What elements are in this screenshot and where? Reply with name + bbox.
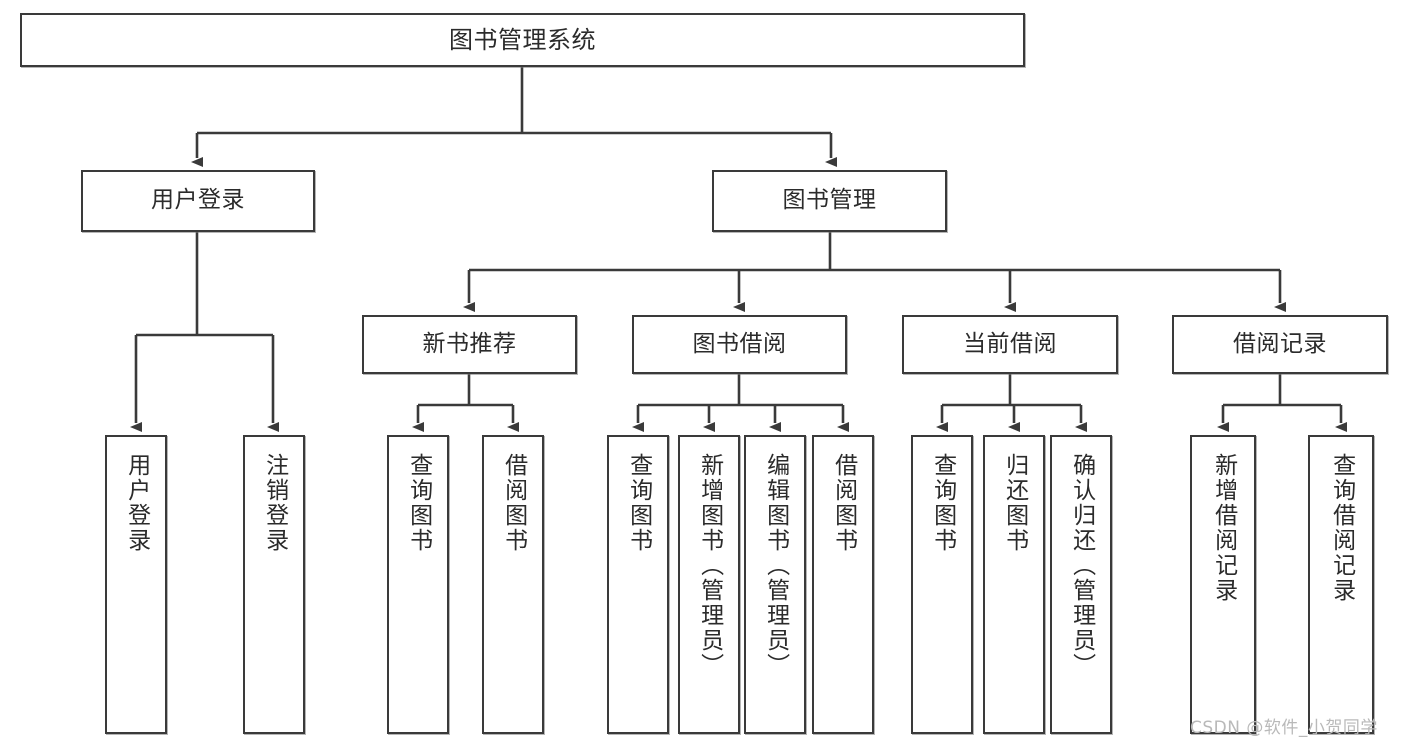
csdn-watermark: CSDN @软件_小贺同学 (1190, 718, 1378, 738)
node-new-book-recommend-label: 新书推荐 (422, 330, 517, 357)
leaf-borrow-book-recommend[interactable]: 借阅图书 (482, 435, 544, 734)
leaf-user-login[interactable]: 用户登录 (105, 435, 167, 734)
leaf-query-book-current[interactable]: 查询图书 (911, 435, 973, 734)
leaf-query-borrow-record[interactable]: 查询借阅记录 (1308, 435, 1374, 734)
leaf-add-book-admin[interactable]: 新增图书（管理员） (678, 435, 740, 734)
leaf-logout-label: 注销登录 (261, 453, 288, 553)
leaf-query-book-label: 查询图书 (625, 453, 652, 553)
leaf-borrow-book-recommend-label: 借阅图书 (500, 453, 527, 553)
leaf-add-borrow-record[interactable]: 新增借阅记录 (1190, 435, 1256, 734)
node-user-login[interactable]: 用户登录 (81, 170, 315, 232)
node-book-borrow-label: 图书借阅 (692, 330, 787, 357)
leaf-query-book[interactable]: 查询图书 (607, 435, 669, 734)
leaf-query-book-current-label: 查询图书 (929, 453, 956, 553)
node-current-borrow-label: 当前借阅 (963, 330, 1057, 357)
leaf-query-borrow-record-label: 查询借阅记录 (1328, 453, 1355, 603)
leaf-return-book[interactable]: 归还图书 (983, 435, 1045, 734)
node-borrow-record[interactable]: 借阅记录 (1172, 315, 1388, 374)
node-root[interactable]: 图书管理系统 (20, 13, 1025, 67)
leaf-logout[interactable]: 注销登录 (243, 435, 305, 734)
node-new-book-recommend[interactable]: 新书推荐 (362, 315, 577, 374)
leaf-confirm-return-admin-label: 确认归还（管理员） (1068, 453, 1095, 678)
leaf-confirm-return-admin[interactable]: 确认归还（管理员） (1050, 435, 1112, 734)
node-borrow-record-label: 借阅记录 (1233, 330, 1327, 357)
leaf-query-book-recommend-label: 查询图书 (405, 453, 432, 553)
leaf-query-book-recommend[interactable]: 查询图书 (387, 435, 449, 734)
leaf-user-login-label: 用户登录 (123, 453, 150, 553)
leaf-edit-book-admin-label: 编辑图书（管理员） (762, 453, 789, 678)
node-book-management-label: 图书管理 (782, 187, 877, 214)
leaf-borrow-book[interactable]: 借阅图书 (812, 435, 874, 734)
leaf-borrow-book-label: 借阅图书 (830, 453, 857, 553)
node-current-borrow[interactable]: 当前借阅 (902, 315, 1118, 374)
leaf-add-book-admin-label: 新增图书（管理员） (696, 453, 723, 678)
leaf-add-borrow-record-label: 新增借阅记录 (1210, 453, 1237, 603)
leaf-return-book-label: 归还图书 (1001, 453, 1028, 553)
node-user-login-label: 用户登录 (151, 187, 245, 214)
node-book-management[interactable]: 图书管理 (712, 170, 947, 232)
node-book-borrow[interactable]: 图书借阅 (632, 315, 847, 374)
node-root-label: 图书管理系统 (449, 25, 596, 54)
leaf-edit-book-admin[interactable]: 编辑图书（管理员） (744, 435, 806, 734)
